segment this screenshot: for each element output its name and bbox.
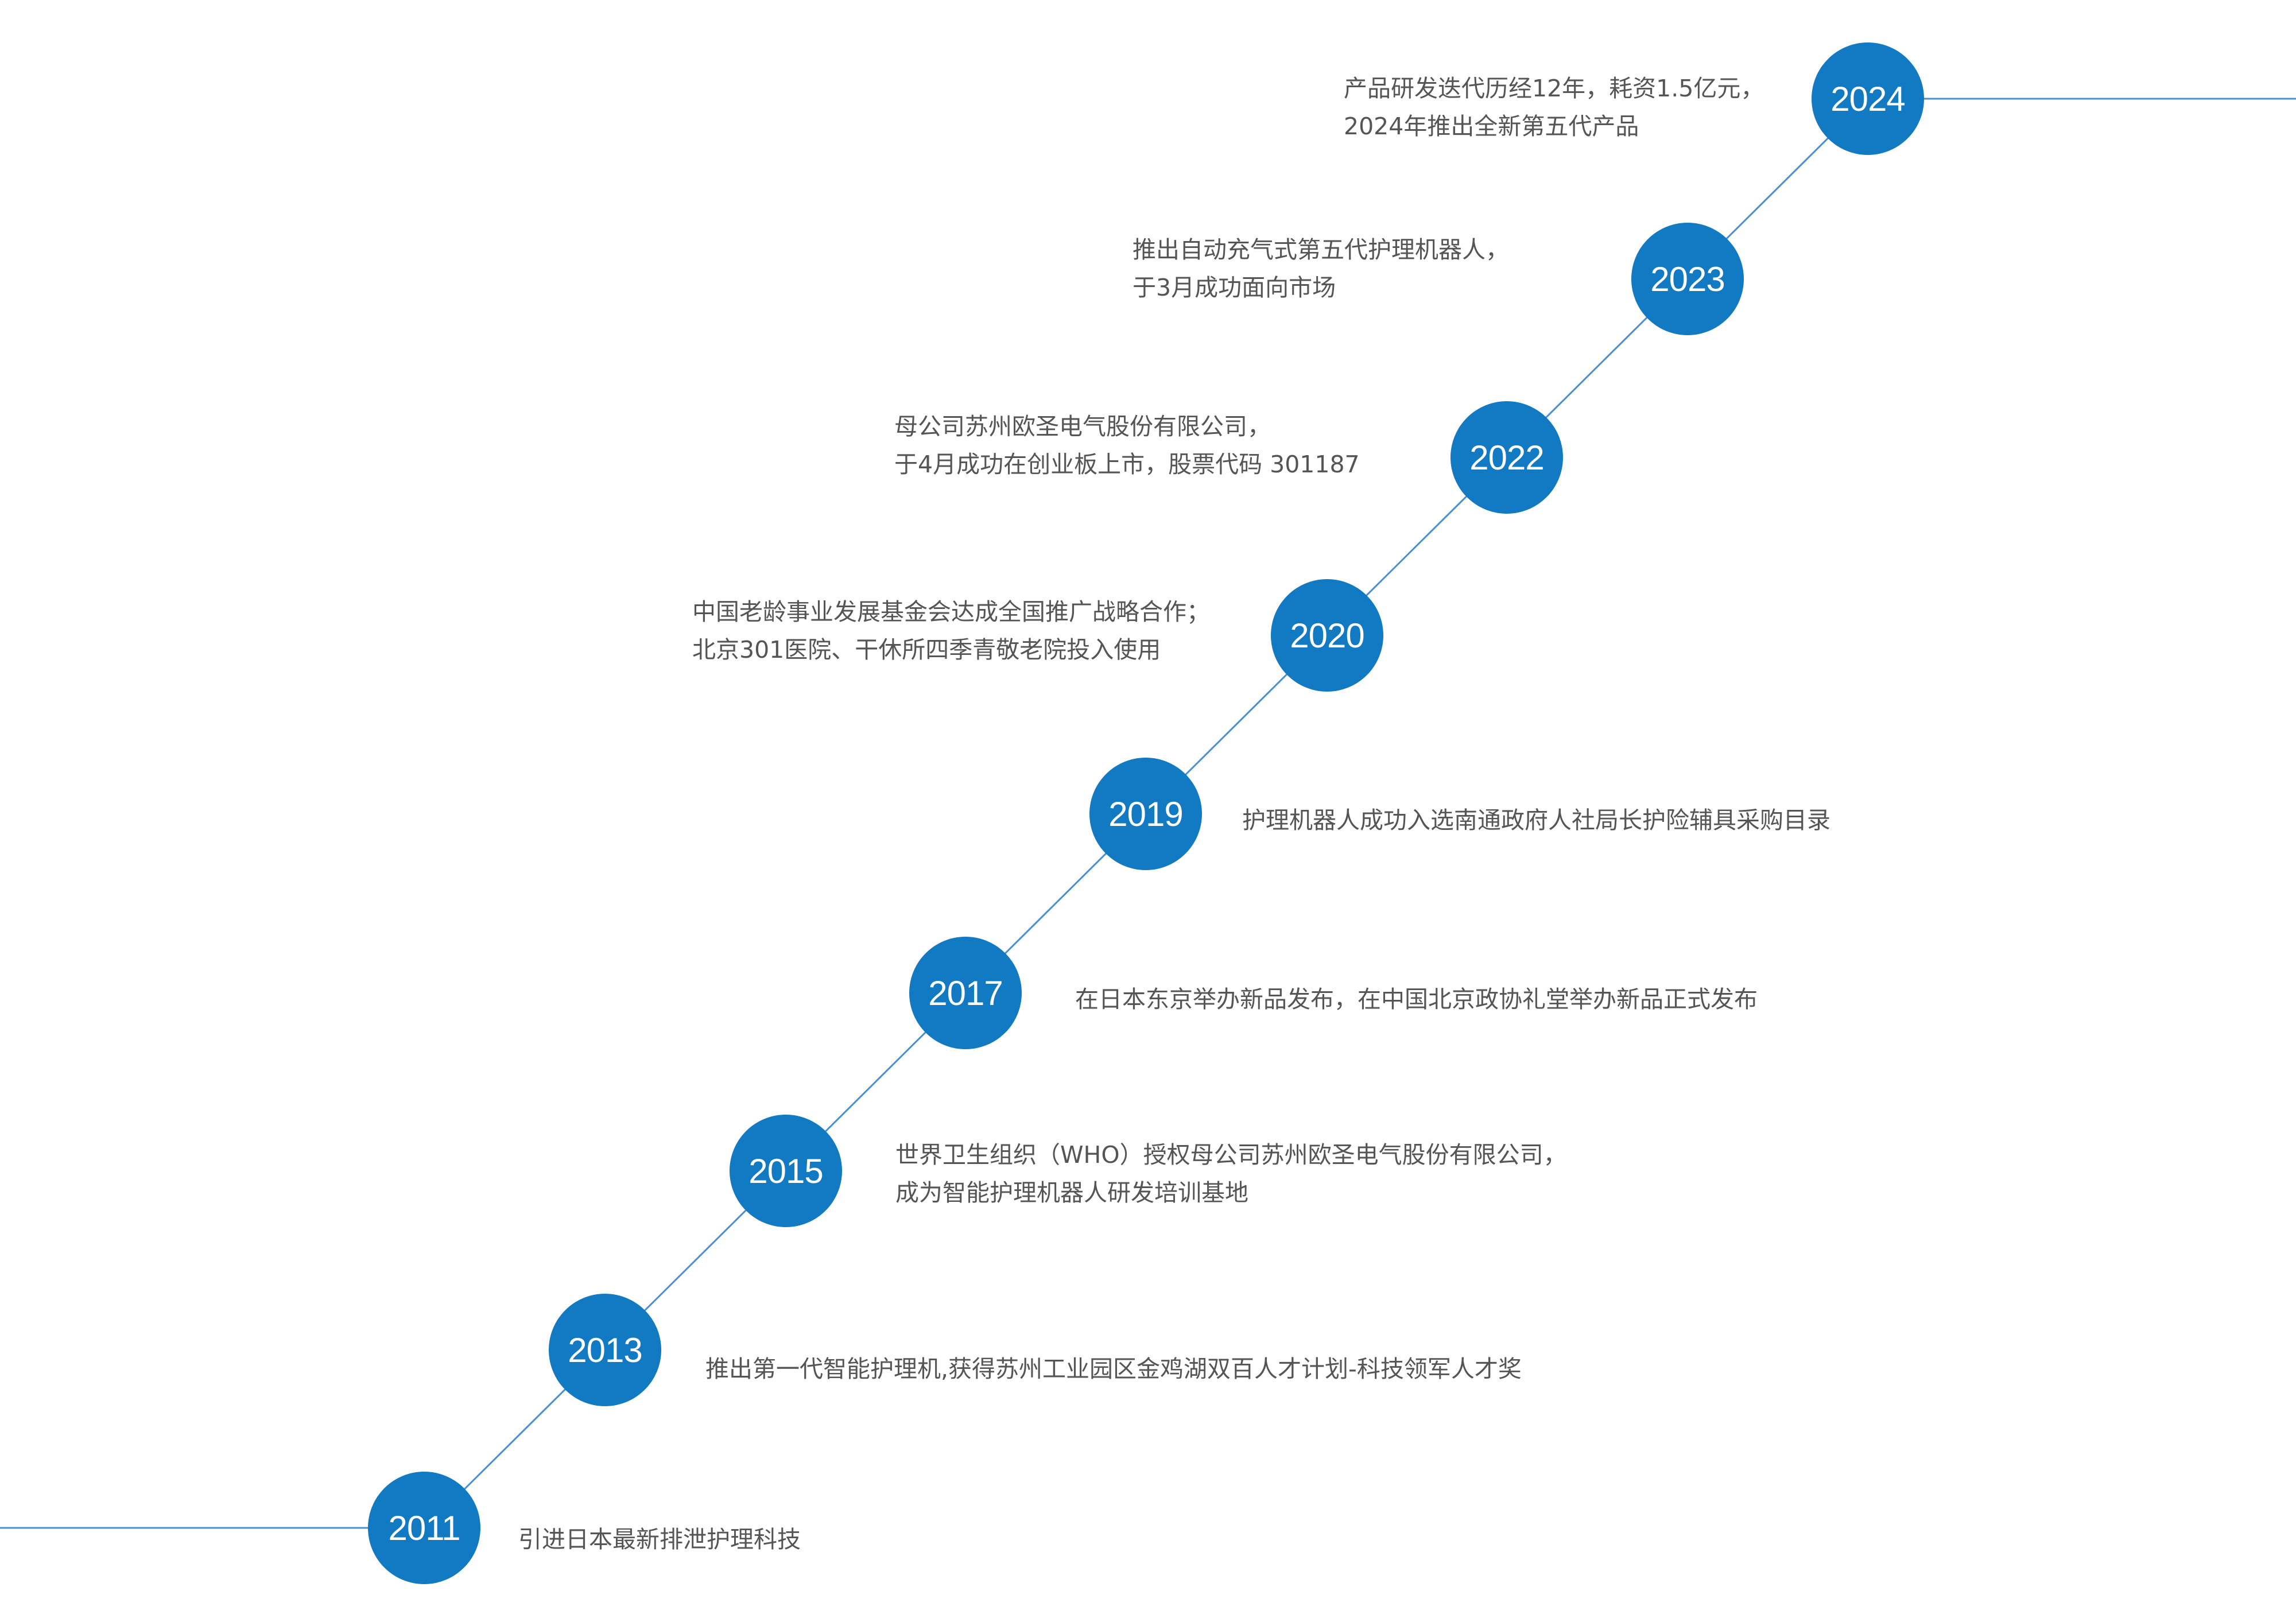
year-label: 2013 [568,1330,642,1369]
year-node-2017: 2017 [909,937,1022,1049]
description-line: 推出第一代智能护理机,获得苏州工业园区金鸡湖双百人才计划-科技领军人才奖 [705,1355,1522,1383]
milestone-description-2015: 世界卫生组织（WHO）授权母公司苏州欧圣电气股份有限公司， 成为智能护理机器人研… [895,1136,1567,1212]
year-node-2015: 2015 [730,1115,842,1227]
description-line: 于3月成功面向市场 [1133,274,1336,301]
year-label: 2024 [1830,79,1905,118]
year-node-2013: 2013 [549,1294,661,1406]
year-node-2019: 2019 [1089,758,1202,870]
description-line: 母公司苏州欧圣电气股份有限公司， [894,413,1271,440]
year-label: 2022 [1469,438,1544,477]
description-line: 护理机器人成功入选南通政府人社局长护险辅具采购目录 [1242,806,1830,834]
year-node-2011: 2011 [368,1472,480,1584]
year-label: 2015 [748,1151,823,1190]
milestone-description-2024: 产品研发迭代历经12年，耗资1.5亿元， 2024年推出全新第五代产品 [1344,69,1764,145]
description-line: 产品研发迭代历经12年，耗资1.5亿元， [1344,75,1764,102]
description-line: 2024年推出全新第五代产品 [1344,112,1639,140]
milestone-description-2017: 在日本东京举办新品发布，在中国北京政协礼堂举办新品正式发布 [1075,980,1758,1018]
milestone-description-2011: 引进日本最新排泄护理科技 [518,1520,801,1558]
year-node-2022: 2022 [1450,401,1563,514]
description-line: 引进日本最新排泄护理科技 [518,1526,801,1553]
milestone-description-2019: 护理机器人成功入选南通政府人社局长护险辅具采购目录 [1242,801,1830,839]
milestone-description-2020: 中国老龄事业发展基金会达成全国推广战略合作； 北京301医院、干休所四季青敬老院… [692,593,1210,669]
description-line: 中国老龄事业发展基金会达成全国推广战略合作； [692,598,1210,626]
year-label: 2019 [1108,794,1183,833]
year-label: 2017 [928,973,1003,1012]
description-line: 成为智能护理机器人研发培训基地 [895,1179,1248,1206]
milestone-description-2013: 推出第一代智能护理机,获得苏州工业园区金鸡湖双百人才计划-科技领军人才奖 [705,1350,1522,1388]
year-label: 2020 [1290,616,1364,655]
year-label: 2011 [388,1508,460,1547]
year-node-2024: 2024 [1812,42,1924,155]
year-label: 2023 [1650,259,1725,298]
description-line: 于4月成功在创业板上市，股票代码 301187 [894,451,1360,478]
description-line: 世界卫生组织（WHO）授权母公司苏州欧圣电气股份有限公司， [895,1141,1567,1169]
year-node-2023: 2023 [1631,223,1744,335]
milestone-description-2022: 母公司苏州欧圣电气股份有限公司， 于4月成功在创业板上市，股票代码 301187 [894,408,1360,483]
description-line: 北京301医院、干休所四季青敬老院投入使用 [692,636,1161,664]
description-line: 推出自动充气式第五代护理机器人， [1133,236,1509,263]
description-line: 在日本东京举办新品发布，在中国北京政协礼堂举办新品正式发布 [1075,985,1758,1013]
year-node-2020: 2020 [1271,579,1383,692]
milestone-description-2023: 推出自动充气式第五代护理机器人， 于3月成功面向市场 [1133,231,1509,306]
